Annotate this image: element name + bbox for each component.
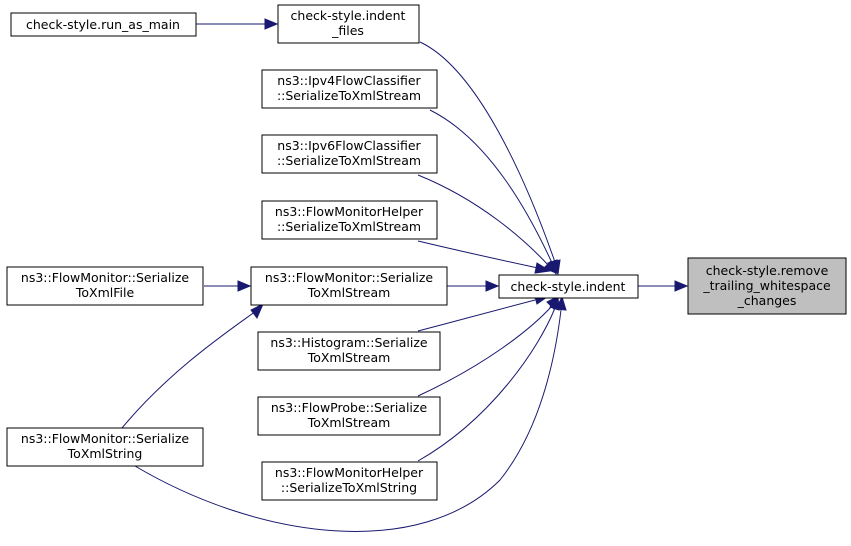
node-monitor-serialize-string[interactable]: ns3::FlowMonitor::Serialize ToXmlString (6, 427, 204, 467)
node-helper-serialize-string[interactable]: ns3::FlowMonitorHelper ::SerializeToXmlS… (261, 461, 438, 501)
edge-monitor-serialize-file-to-monitor-serialize-stream (204, 280, 252, 292)
nodes: check-style.remove _trailing_whitespace … (6, 4, 847, 501)
node-label: _trailing_whitespace (702, 278, 831, 293)
edge-monitor-serialize-string-to-monitor-serialize-stream (121, 302, 264, 429)
node-label: ToXmlFile (75, 285, 135, 300)
node-label: ns3::FlowMonitor::Serialize (21, 270, 189, 285)
node-label: ::SerializeToXmlStream (277, 88, 421, 103)
node-ipv6-serialize[interactable]: ns3::Ipv6FlowClassifier ::SerializeToXml… (261, 134, 438, 174)
node-label: ns3::FlowMonitor::Serialize (21, 431, 189, 446)
node-helper-serialize-stream[interactable]: ns3::FlowMonitorHelper ::SerializeToXmlS… (261, 200, 438, 240)
node-probe-serialize[interactable]: ns3::FlowProbe::Serialize ToXmlStream (257, 396, 441, 436)
node-label: ns3::FlowMonitorHelper (275, 465, 424, 480)
node-label: ::SerializeToXmlStream (277, 153, 421, 168)
edge-indent-to-remove-trailing-whitespace-changes (638, 280, 689, 292)
edge-monitor-serialize-string-to-indent (134, 295, 567, 532)
node-label: ns3::FlowMonitor::Serialize (265, 270, 433, 285)
node-label: ::SerializeToXmlString (281, 480, 417, 495)
node-label: check-style.indent (291, 8, 406, 23)
node-label: ns3::FlowMonitorHelper (275, 204, 424, 219)
node-label: ::SerializeToXmlStream (277, 219, 421, 234)
edges (121, 18, 689, 532)
node-label: check-style.run_as_main (26, 17, 180, 32)
edge-helper-serialize-stream-to-indent (417, 240, 552, 274)
node-monitor-serialize-file[interactable]: ns3::FlowMonitor::Serialize ToXmlFile (6, 266, 204, 306)
edge-ipv4-serialize-to-indent (429, 109, 558, 276)
node-label: ns3::FlowProbe::Serialize (271, 400, 428, 415)
node-label: ns3::Ipv4FlowClassifier (277, 73, 421, 88)
node-label: _files (331, 23, 364, 38)
node-indent[interactable]: check-style.indent (498, 274, 639, 299)
node-remove-trailing-whitespace-changes[interactable]: check-style.remove _trailing_whitespace … (687, 257, 847, 315)
edge-monitor-serialize-stream-to-indent (447, 280, 500, 292)
node-label: ToXmlStream (307, 285, 391, 300)
node-label: ToXmlStream (307, 350, 391, 365)
node-monitor-serialize-stream[interactable]: ns3::FlowMonitor::Serialize ToXmlStream (250, 266, 448, 306)
node-histogram-serialize[interactable]: ns3::Histogram::Serialize ToXmlStream (257, 331, 441, 371)
edge-run-as-main-to-indent-files (196, 18, 279, 30)
node-label: check-style.indent (511, 279, 626, 294)
node-ipv4-serialize[interactable]: ns3::Ipv4FlowClassifier ::SerializeToXml… (261, 69, 438, 109)
node-label: ns3::Ipv6FlowClassifier (277, 138, 421, 153)
edge-helper-serialize-string-to-indent (417, 295, 560, 462)
node-label: ToXmlStream (307, 415, 391, 430)
node-label: ns3::Histogram::Serialize (270, 335, 427, 350)
node-label: ToXmlString (67, 446, 143, 461)
node-label: check-style.remove (706, 263, 829, 278)
node-label: _changes (737, 293, 797, 308)
node-run-as-main[interactable]: check-style.run_as_main (10, 12, 197, 37)
edge-indent-files-to-indent (419, 41, 561, 276)
edge-ipv6-serialize-to-indent (417, 174, 557, 274)
node-indent-files[interactable]: check-style.indent _files (277, 4, 420, 44)
